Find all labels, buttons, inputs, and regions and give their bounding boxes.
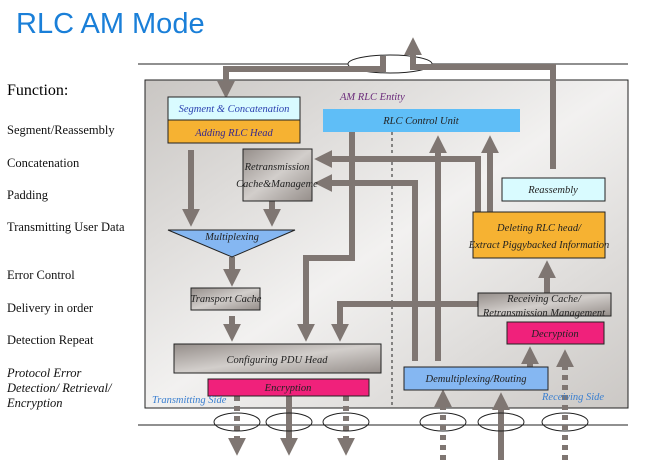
function-item: Protocol Error Detection/ Retrieval/ Enc… xyxy=(7,366,112,410)
demux-box xyxy=(403,366,549,391)
segment-label: Segment & Concatenation xyxy=(179,104,290,115)
receiving-label-2: Retransmission Management xyxy=(482,308,606,319)
decryption-label: Decryption xyxy=(530,329,578,340)
transport-cache-box xyxy=(190,287,261,311)
arrows xyxy=(182,37,574,460)
deleting-box xyxy=(472,211,606,259)
encryption-box xyxy=(207,378,370,397)
retrans-label-1: Retransmission xyxy=(244,162,310,173)
retrans-label-2: Cache&Manageme xyxy=(236,179,318,190)
function-heading: Function: xyxy=(7,82,69,99)
function-item: Transmitting User Data xyxy=(7,220,125,234)
entity-label: AM RLC Entity xyxy=(339,92,405,103)
receiving-cache-box xyxy=(477,292,612,317)
decryption-box xyxy=(506,321,605,345)
function-item: Error Control xyxy=(7,268,75,282)
function-item: Delivery in order xyxy=(7,301,94,315)
control-label: RLC Control Unit xyxy=(382,116,460,127)
deleting-label-2: Extract Piggybacked Information xyxy=(468,240,610,251)
reassembly-label: Reassembly xyxy=(527,185,578,196)
bottom-sap-ellipses xyxy=(213,412,589,432)
multiplexing-label: Multiplexing xyxy=(204,232,259,243)
multiplexing-triangle xyxy=(167,229,296,258)
function-item: Detection Repeat xyxy=(7,333,94,347)
adding-label: Adding RLC Head xyxy=(194,128,273,139)
arrow-in-top xyxy=(217,56,386,99)
demux-label: Demultiplexing/Routing xyxy=(425,374,527,385)
function-item: Concatenation xyxy=(7,156,80,170)
transport-label: Transport Cache xyxy=(191,294,262,305)
control-unit-box xyxy=(323,109,520,132)
reassembly-box xyxy=(501,177,606,202)
adding-rlc-head-box xyxy=(167,119,301,144)
configuring-label: Configuring PDU Head xyxy=(227,355,329,366)
function-item: Padding xyxy=(7,188,48,202)
receiving-label-1: Receiving Cache/ xyxy=(506,294,582,305)
rx-side-label: Receiving Side xyxy=(541,392,604,403)
arrow-out-top xyxy=(404,37,556,169)
configuring-pdu-box xyxy=(173,343,382,374)
function-item: Segment/Reassembly xyxy=(7,123,115,137)
retransmission-box xyxy=(242,148,313,202)
tx-side-label: Transmitting Side xyxy=(152,395,227,406)
encryption-label: Encryption xyxy=(264,383,312,394)
slide-title: RLC AM Mode xyxy=(16,8,205,40)
deleting-label-1: Deleting RLC head/ xyxy=(496,223,582,234)
